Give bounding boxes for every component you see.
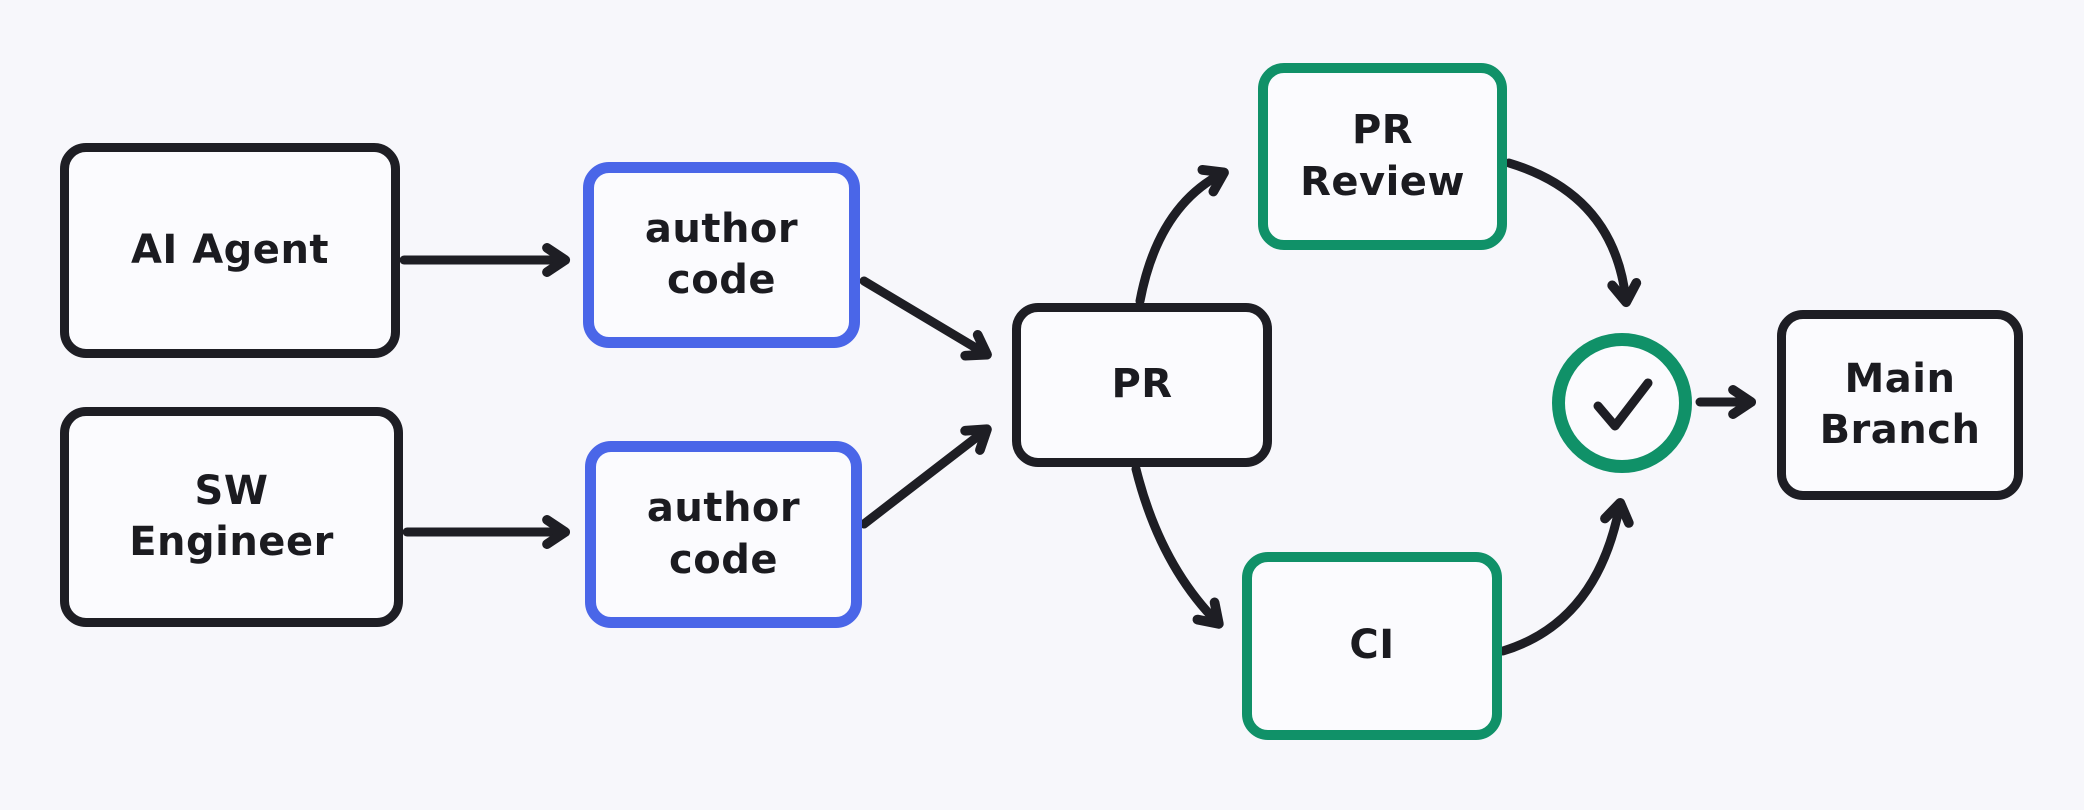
arrow-author-code-bottom-to-pr: [859, 424, 992, 529]
node-author-code-top-label: author code: [644, 205, 799, 303]
node-ci: CI: [1242, 552, 1502, 740]
arrow-pr-to-pr-review: [1135, 165, 1229, 306]
arrow-pr-review-to-check: [1504, 158, 1642, 308]
arrow-ci-to-check: [1498, 497, 1634, 656]
node-author-code-bottom-label: author code: [646, 485, 801, 583]
arrow-pr-to-ci: [1131, 464, 1224, 629]
node-ai-agent: AI Agent: [60, 143, 400, 358]
arrow-author-code-top-to-pr: [859, 276, 992, 361]
node-author-code-top: author code: [583, 162, 860, 348]
node-sw-engineer-label: SW Engineer: [129, 467, 334, 565]
node-approval-check: [1552, 333, 1692, 473]
node-author-code-bottom: author code: [585, 441, 862, 628]
node-main-branch-label: Main Branch: [1819, 355, 1981, 453]
node-ci-label: CI: [1349, 622, 1395, 669]
check-icon: [1593, 378, 1653, 431]
node-pr-review-label: PR Review: [1300, 107, 1465, 205]
node-main-branch: Main Branch: [1777, 310, 2023, 500]
node-pr-review: PR Review: [1258, 63, 1507, 250]
node-pr-label: PR: [1111, 361, 1173, 408]
node-sw-engineer: SW Engineer: [60, 407, 403, 627]
node-pr: PR: [1012, 303, 1272, 467]
node-ai-agent-label: AI Agent: [130, 226, 330, 273]
